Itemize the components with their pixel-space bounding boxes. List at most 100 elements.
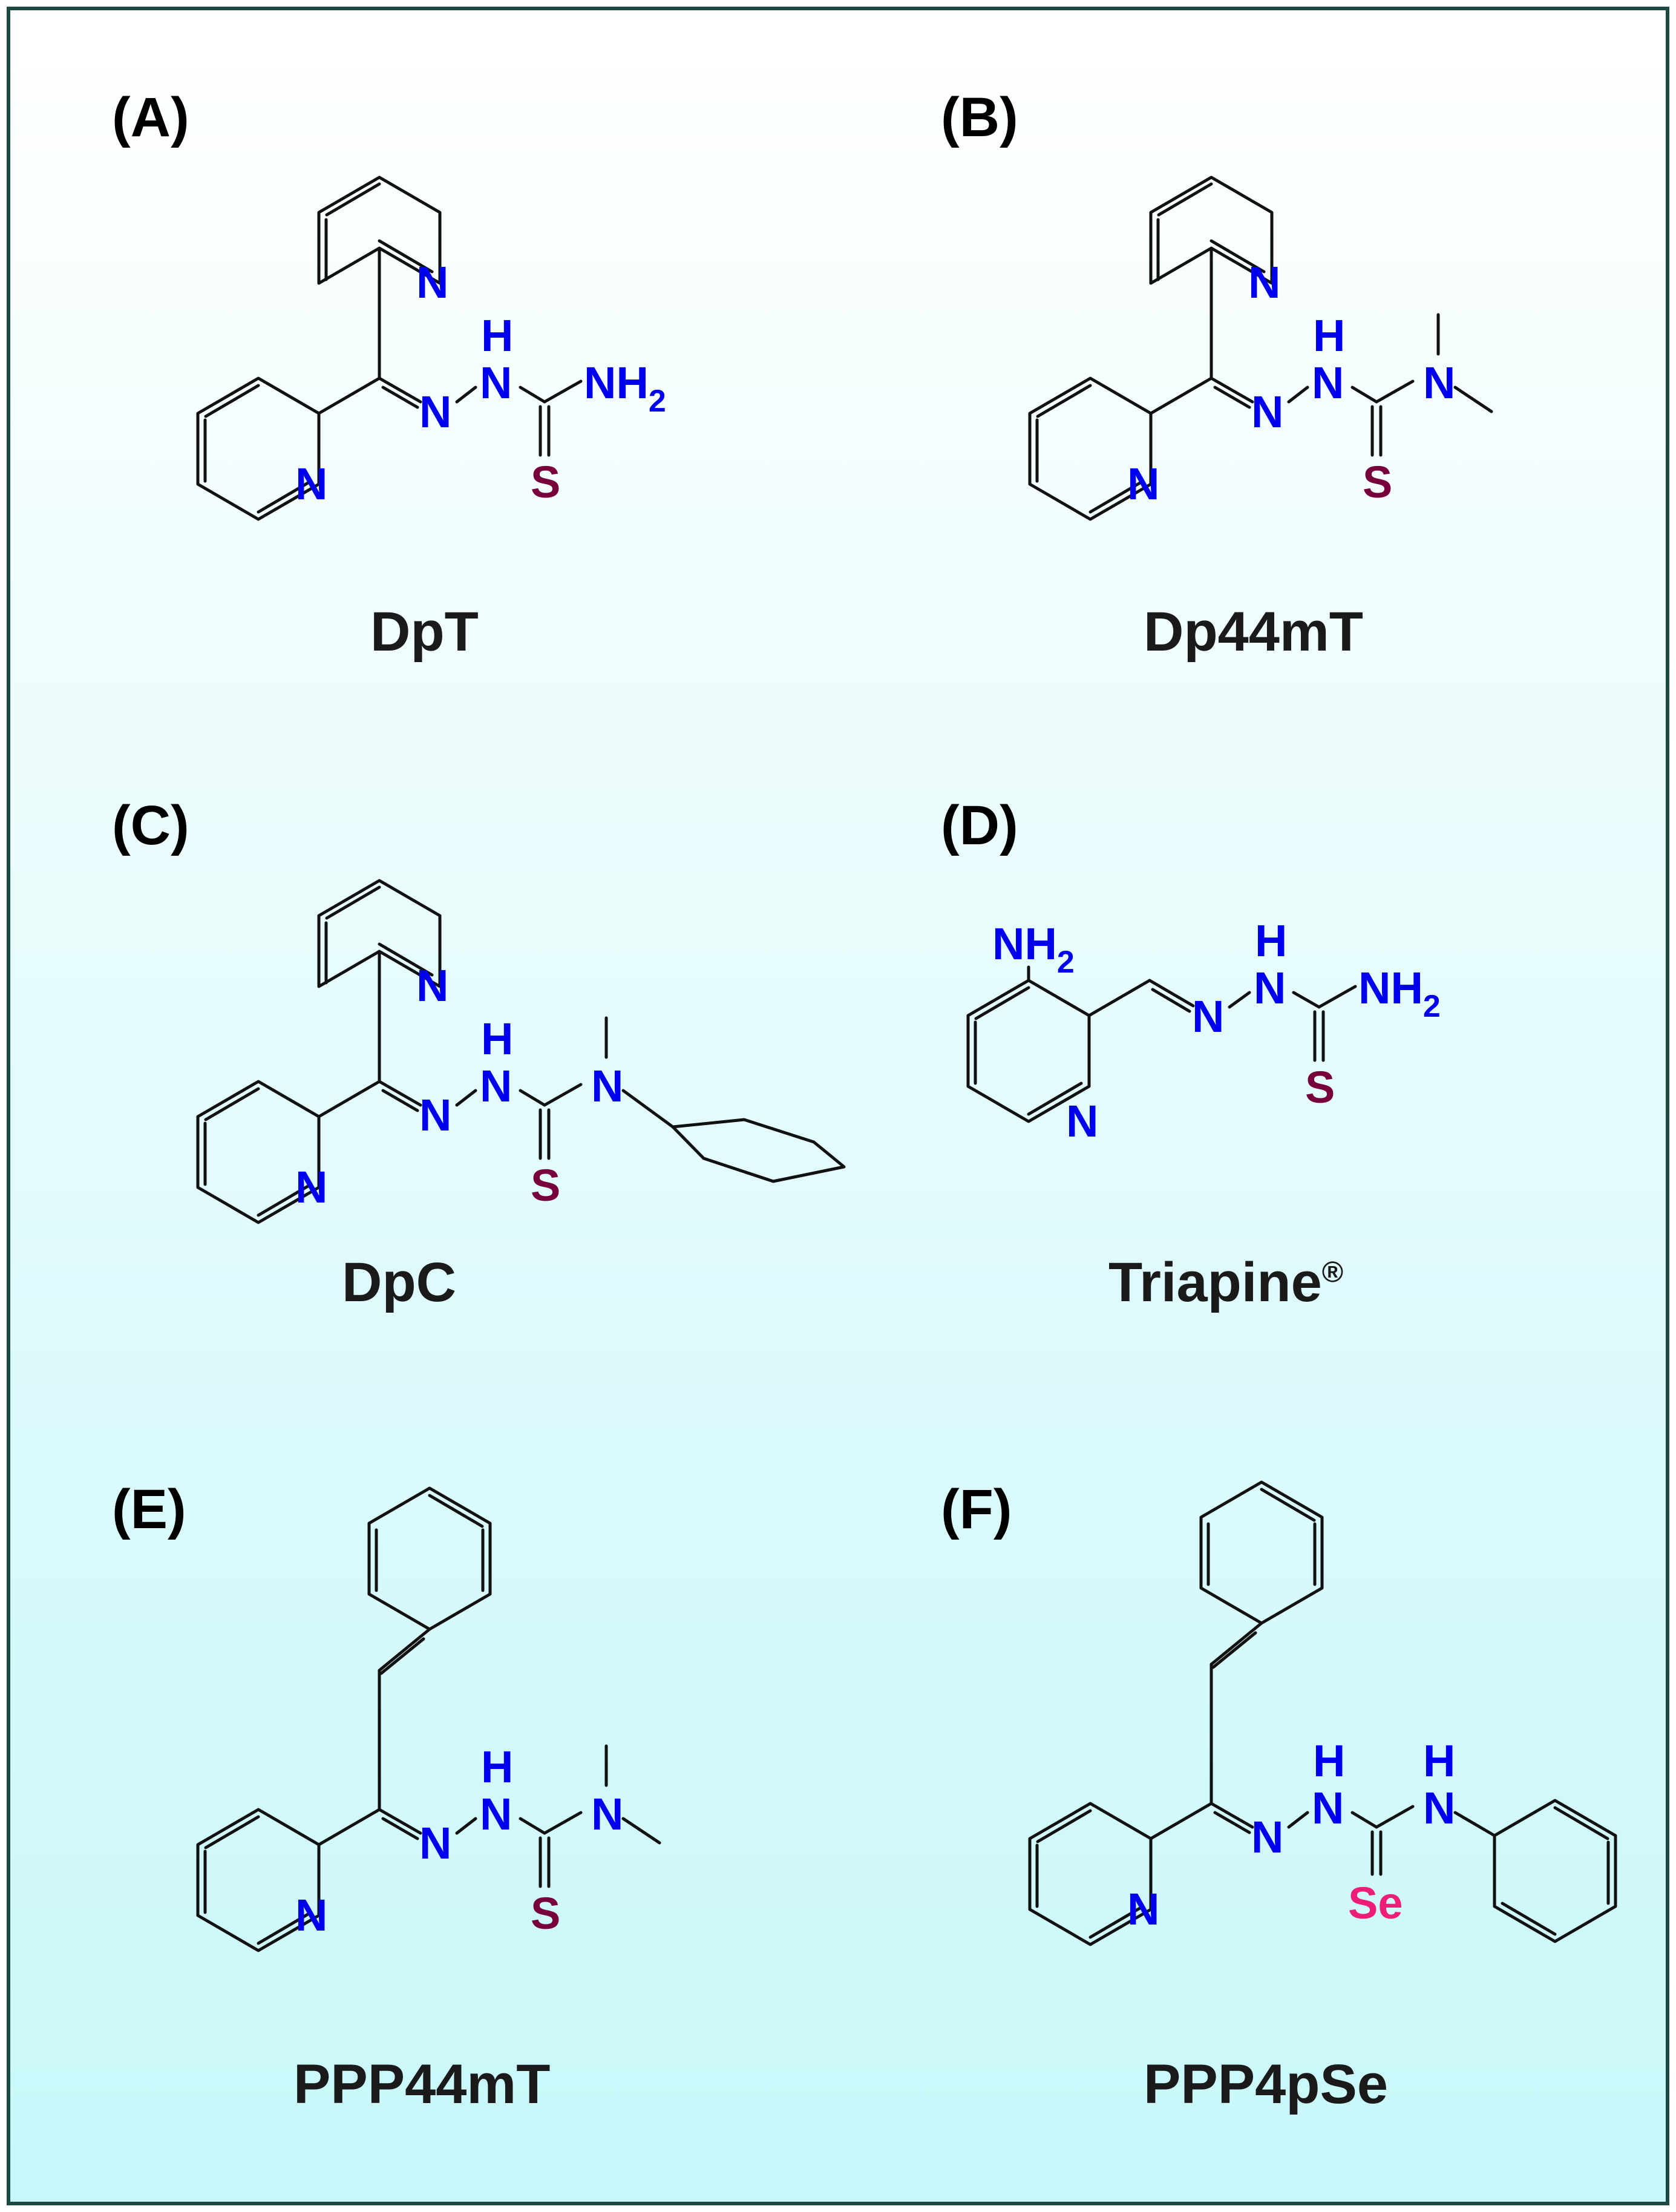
atom-label-n: N: [1312, 358, 1344, 408]
bond-line: [1036, 384, 1092, 418]
bond-line: [1028, 1802, 1153, 1946]
atom-label-s: S: [531, 1160, 560, 1210]
atom-label-n: N: [1251, 387, 1283, 437]
atom-label-s: S: [1363, 457, 1392, 507]
atom-label-n: N: [1423, 1783, 1455, 1833]
bond-line: [1210, 1802, 1254, 1829]
bond-line: [1028, 376, 1153, 521]
bond-line: [1027, 1081, 1083, 1116]
atom-label-n: N: [591, 1789, 623, 1839]
panel-label-d: (D): [941, 795, 1018, 856]
bond-line: [325, 885, 381, 920]
panel-e: (E) N N N: [112, 1478, 661, 2115]
compound-name-b: Dp44mT: [1144, 601, 1363, 663]
bond-line: [1036, 1809, 1092, 1843]
atom-label-n: N: [1248, 257, 1280, 307]
pyridine-ring: [196, 1808, 321, 1952]
bond-line: [378, 239, 434, 274]
compound-name-e: PPP44mT: [293, 2053, 550, 2115]
bond-line: [543, 1083, 583, 1107]
atom-label-h: H: [1255, 916, 1287, 966]
atom-label-se: Se: [1348, 1878, 1403, 1928]
bond-line: [621, 1089, 675, 1129]
bond-line: [455, 1817, 477, 1835]
atom-label-n: N: [1254, 963, 1286, 1013]
compound-name-d: Triapine®: [1108, 1252, 1343, 1313]
bond-line: [1350, 386, 1378, 404]
bond-line: [1148, 979, 1195, 1008]
atom-label-n: N: [295, 1162, 327, 1212]
bond-line: [1292, 991, 1321, 1009]
bond-line: [381, 1089, 419, 1112]
atom-label-n: N: [480, 1061, 512, 1111]
atom-label-h: H: [481, 1014, 513, 1064]
bond-line: [1260, 1488, 1316, 1522]
upper-pyridine-ring: [317, 176, 442, 285]
atom-label-nh2: NH2: [584, 358, 666, 419]
bond-line: [1210, 239, 1266, 274]
bond-line: [519, 1817, 546, 1835]
structure-triapine: [966, 965, 1357, 1123]
bond-line: [1149, 376, 1213, 415]
bond-line: [1087, 979, 1151, 1017]
bond-line: [1211, 1631, 1257, 1669]
bond-line: [196, 1080, 321, 1224]
bond-line: [1501, 1902, 1557, 1936]
atom-label-n: N: [419, 1090, 451, 1140]
bond-line: [379, 1637, 425, 1675]
bond-line: [1287, 1811, 1309, 1829]
panel-label-f: (F): [941, 1478, 1012, 1540]
atom-label-s: S: [531, 1888, 560, 1938]
bond-line: [1287, 386, 1309, 404]
atom-label-n: N: [480, 1789, 512, 1839]
panel-a: (A) N N N N H NH2 S: [112, 87, 666, 663]
bond-line: [317, 1080, 381, 1118]
bond-line: [378, 1808, 422, 1835]
bond-line: [519, 386, 546, 404]
bond-line: [257, 1911, 313, 1945]
bond-line: [1453, 386, 1493, 413]
bond-line: [378, 1080, 422, 1107]
panel-label-c: (C): [112, 795, 189, 856]
bond-line: [1375, 379, 1415, 404]
atom-label-n: N: [480, 358, 512, 408]
phenyl-ring: [367, 1486, 492, 1631]
bond-line: [455, 1089, 477, 1107]
bond-line: [543, 379, 583, 404]
structure-dp44mt: [1028, 176, 1493, 521]
bond-line: [1151, 988, 1191, 1013]
atom-label-n: N: [1312, 1783, 1344, 1833]
bond-line: [317, 879, 442, 988]
bond-line: [317, 376, 381, 415]
bond-line: [1210, 1621, 1263, 1666]
bond-line: [257, 479, 313, 514]
bond-line: [204, 1087, 260, 1121]
bond-line: [1375, 1805, 1415, 1829]
bond-line: [204, 384, 260, 418]
atom-label-n: N: [416, 960, 448, 1011]
bond-line: [1157, 182, 1213, 217]
bond-line: [1088, 1905, 1145, 1939]
bond-line: [1149, 176, 1274, 285]
bond-line: [378, 1627, 431, 1672]
bond-line: [1553, 1806, 1609, 1840]
atom-label-h: H: [481, 310, 513, 361]
atom-label-n: N: [295, 459, 327, 509]
atom-label-n: N: [1066, 1096, 1098, 1146]
figure-frame: [7, 7, 1669, 2205]
bond-line: [1317, 985, 1357, 1009]
bond-line: [455, 386, 477, 404]
panel-c: (C) N N N N H N: [112, 795, 846, 1313]
structure-dpc: [196, 879, 846, 1224]
atom-label-n: N: [1127, 1884, 1159, 1934]
atom-label-n: N: [416, 257, 448, 307]
atom-label-h: H: [481, 1742, 513, 1792]
atom-label-n: N: [591, 1061, 623, 1111]
structure-ppp44mt: [196, 1486, 661, 1952]
bond-line: [381, 1817, 419, 1840]
compound-name-f: PPP4pSe: [1144, 2053, 1388, 2115]
panel-b: (B) N N N N H N S Dp44mT: [941, 87, 1493, 663]
bond-line: [543, 1811, 583, 1835]
bond-line: [1228, 991, 1251, 1009]
bond-line: [378, 376, 422, 404]
